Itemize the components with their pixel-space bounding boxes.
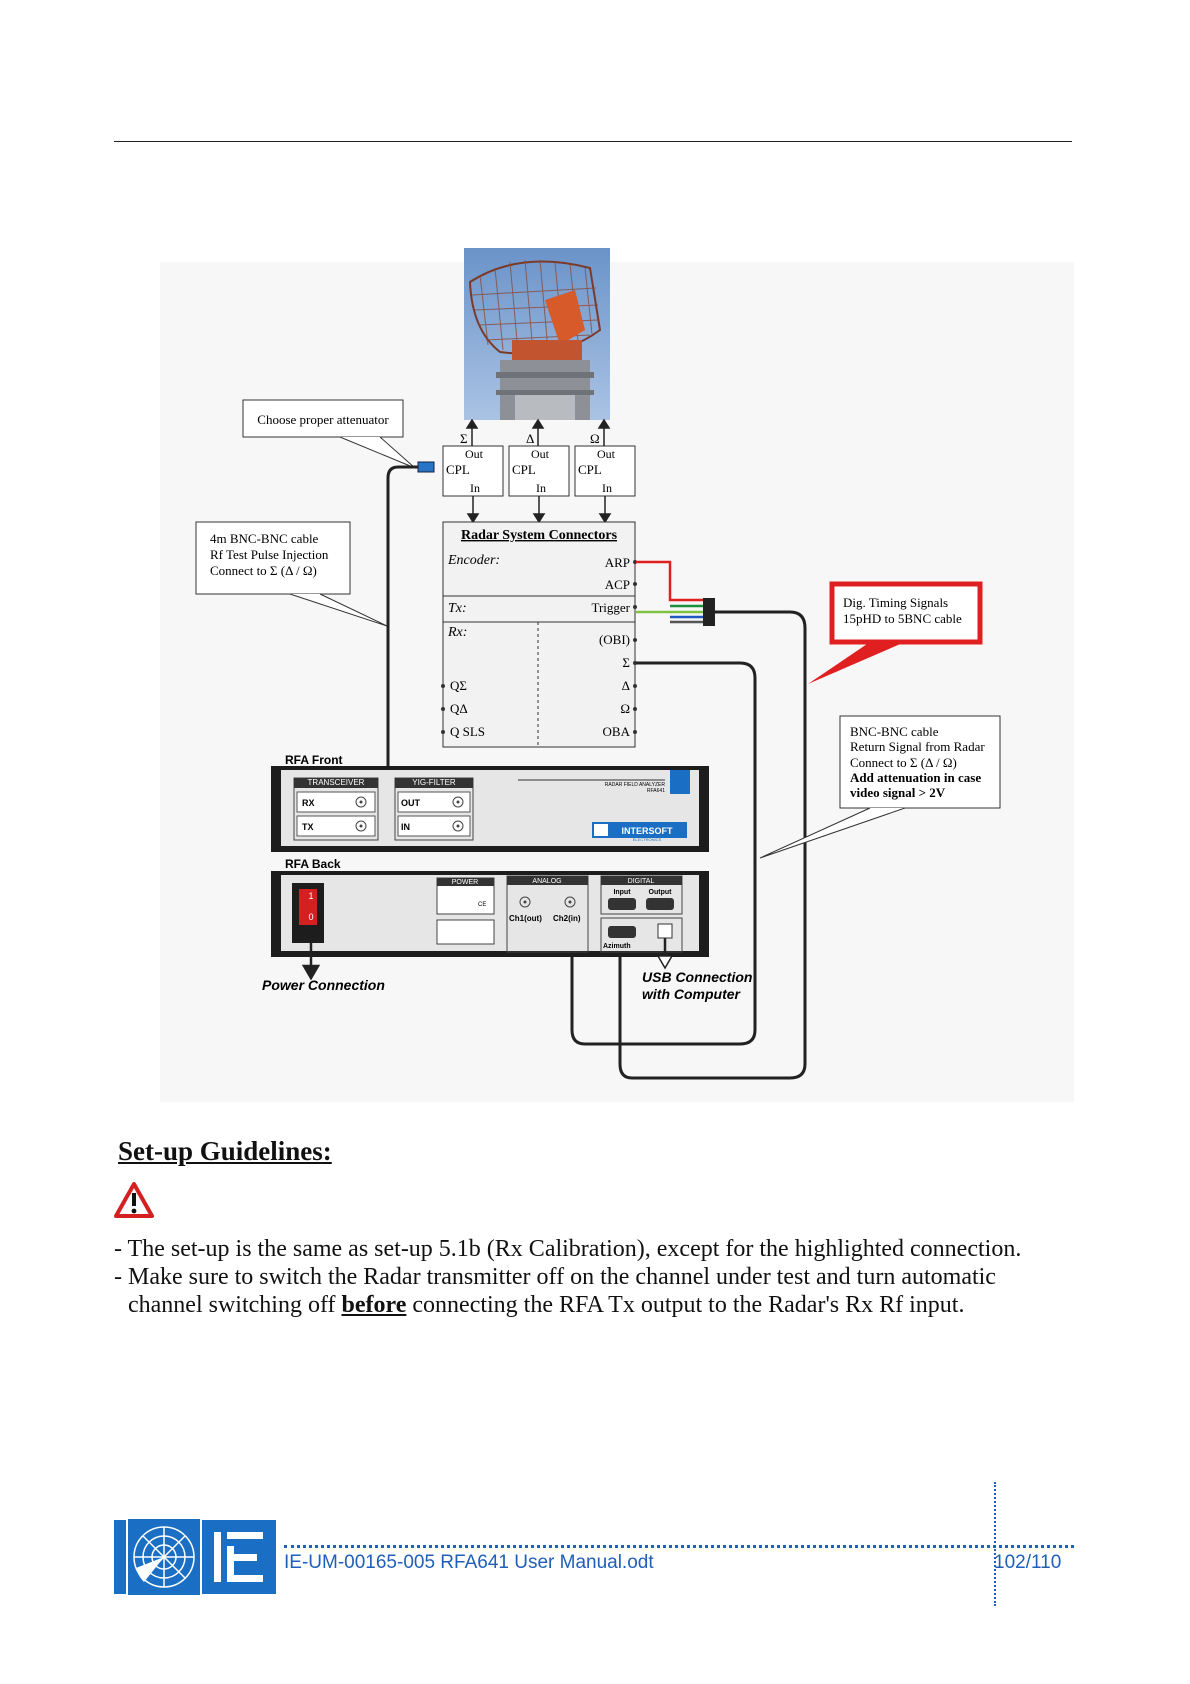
- rx-port-label: RX: [302, 798, 315, 808]
- sigma-label: Σ: [622, 655, 630, 670]
- rfa-front-label: RFA Front: [285, 753, 343, 767]
- rfa-back-panel: [271, 871, 709, 957]
- company-logo: [114, 1518, 276, 1596]
- guideline-line-1: - The set-up is the same as set-up 5.1b …: [114, 1236, 1022, 1262]
- power-connection-label: Power Connection: [262, 977, 385, 993]
- q-sigma-label: QΣ: [450, 678, 467, 693]
- radar-connectors-box: [441, 521, 637, 748]
- coupler-out: Out: [597, 447, 616, 461]
- ch1-label: Ch1(out): [509, 914, 542, 923]
- transceiver-label: TRANSCEIVER: [308, 778, 365, 787]
- warning-icon: [114, 1182, 154, 1218]
- guideline-before-emphasis: before: [341, 1292, 407, 1318]
- coupler-out: Out: [465, 447, 484, 461]
- coupler-cpl: CPL: [578, 462, 602, 477]
- usb-connection-line1: USB Connection: [642, 969, 752, 985]
- arp-label: ARP: [605, 555, 630, 570]
- rfa-back-label: RFA Back: [285, 857, 341, 871]
- ch2-label: Ch2(in): [553, 914, 581, 923]
- rx-label: Rx:: [447, 625, 467, 640]
- callout-return-signal: [759, 715, 1001, 859]
- footer-dotted-rule: [284, 1545, 1074, 1548]
- coupler-group: [442, 418, 636, 524]
- callout-attenuator-text: Choose proper attenuator: [257, 412, 389, 427]
- timing-cables: [618, 560, 807, 1080]
- omega-label: Ω: [620, 701, 630, 716]
- coupler-in: In: [536, 481, 546, 495]
- coupler-cpl: CPL: [512, 462, 536, 477]
- acp-label: ACP: [605, 577, 630, 592]
- footer-page-number: 102/110: [994, 1552, 1062, 1573]
- callout-attenuator: [242, 399, 416, 469]
- coupler-in: In: [602, 481, 612, 495]
- coupler-symbol-delta: Δ: [526, 431, 534, 446]
- footer-vertical-rule: [994, 1482, 996, 1606]
- power-label: POWER: [452, 879, 478, 886]
- model-label: RADAR FIELD ANALYZER: [605, 782, 666, 788]
- guideline-line-3: channel switching off before connecting …: [128, 1292, 964, 1319]
- return-signal-cable: [570, 661, 757, 1046]
- callout-bnc-line1: 4m BNC-BNC cable: [210, 531, 319, 546]
- power-switch-off: 0: [308, 912, 313, 922]
- power-switch-on: 1: [308, 891, 313, 901]
- in-port-label: IN: [401, 822, 410, 832]
- callout-return-line5: video signal > 2V: [850, 785, 946, 800]
- guidelines-heading: Set-up Guidelines:: [118, 1136, 332, 1166]
- oba-label: OBA: [603, 724, 631, 739]
- brand-label: INTERSOFT: [622, 826, 674, 836]
- model-code-label: RFA641: [647, 788, 665, 794]
- guideline-line-2: - Make sure to switch the Radar transmit…: [114, 1264, 996, 1290]
- q-sls-label: Q SLS: [450, 724, 485, 739]
- callout-return-line4: Add attenuation in case: [850, 770, 981, 785]
- coupler-cpl: CPL: [446, 462, 470, 477]
- callout-return-line1: BNC-BNC cable: [850, 724, 939, 739]
- callout-bnc-line2: Rf Test Pulse Injection: [210, 547, 329, 562]
- input-label: Input: [613, 889, 631, 896]
- guideline-line-3-end: connecting the RFA Tx output to the Rada…: [406, 1292, 965, 1318]
- ce-mark: CE: [478, 902, 486, 908]
- encoder-label: Encoder:: [447, 553, 500, 568]
- attenuator-icon: [417, 461, 435, 473]
- analog-label: ANALOG: [532, 878, 561, 885]
- output-label: Output: [649, 889, 673, 896]
- coupler-out: Out: [531, 447, 550, 461]
- azimuth-label: Azimuth: [603, 943, 631, 950]
- tx-label: Tx:: [448, 601, 467, 616]
- coupler-in: In: [470, 481, 480, 495]
- obi-label: (OBI): [599, 632, 630, 647]
- callout-dig-line1: Dig. Timing Signals: [843, 595, 948, 610]
- header-rule: [114, 141, 1072, 142]
- trigger-label: Trigger: [591, 600, 630, 615]
- callout-bnc-cable: [195, 521, 388, 627]
- brand-sub-label: ELECTRONICS: [633, 837, 662, 842]
- radar-antenna-image: [464, 248, 610, 420]
- callout-dig-line2: 15pHD to 5BNC cable: [843, 611, 962, 626]
- tx-port-label: TX: [302, 822, 314, 832]
- connection-arrows: [301, 938, 674, 981]
- coupler-symbol-omega: Ω: [590, 431, 600, 446]
- yig-filter-label: YIG-FILTER: [412, 778, 456, 787]
- delta-label: Δ: [622, 678, 630, 693]
- callout-return-line3: Connect to Σ (Δ / Ω): [850, 755, 957, 770]
- callout-bnc-line3: Connect to Σ (Δ / Ω): [210, 563, 317, 578]
- digital-label: DIGITAL: [628, 878, 655, 885]
- coupler-symbol-sigma: Σ: [460, 431, 468, 446]
- out-port-label: OUT: [401, 798, 421, 808]
- guideline-line-3-start: channel switching off: [128, 1292, 342, 1318]
- radar-connectors-title: Radar System Connectors: [461, 528, 618, 543]
- footer-document-name: IE-UM-00165-005 RFA641 User Manual.odt: [284, 1552, 654, 1573]
- usb-connection-line2: with Computer: [642, 986, 742, 1002]
- callout-dig-timing: [808, 581, 983, 684]
- q-delta-label: QΔ: [450, 701, 468, 716]
- callout-return-line2: Return Signal from Radar: [850, 739, 985, 754]
- rfa-front-panel: [271, 766, 709, 852]
